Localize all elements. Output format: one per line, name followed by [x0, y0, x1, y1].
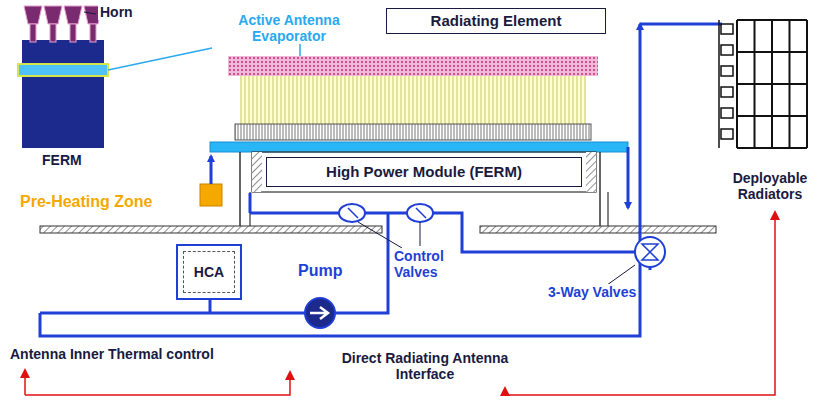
part-label: Pump	[296, 262, 344, 280]
fluid-loop	[40, 24, 722, 336]
interface-label: Antenna Inner Thermal control	[8, 346, 216, 362]
pump-symbol	[305, 298, 335, 328]
control-valve	[339, 204, 433, 248]
part-label: FERM	[40, 152, 84, 168]
radiator-grid	[717, 14, 809, 154]
ferm-illustration	[18, 6, 212, 148]
zone-label: Pre-Heating Zone	[18, 193, 154, 211]
interface-arrow	[25, 212, 775, 395]
box-label: Radiating Element	[431, 12, 562, 29]
interface-label: Direct Radiating Antenna Interface	[318, 350, 532, 382]
process-box: Radiating Element	[386, 8, 606, 34]
part-label: Active Antenna Evaporator	[212, 12, 366, 44]
part-label: 3-Way Valves	[546, 284, 638, 300]
mounting-panel	[40, 226, 382, 233]
radiator-panel: Deployable Radiators	[717, 14, 823, 204]
antenna-stack	[210, 40, 628, 226]
heat-accumulator-box: HCA	[176, 244, 242, 300]
box-label: High Power Module (FERM)	[326, 163, 522, 180]
radiator-label: Deployable Radiators	[725, 170, 815, 204]
pre-heater	[200, 184, 222, 206]
mounting-panel	[480, 226, 716, 233]
box-label: HCA	[194, 264, 224, 280]
process-box: High Power Module (FERM)	[266, 157, 582, 187]
three-way-valve	[600, 237, 665, 290]
part-label: Control Valves	[392, 248, 458, 280]
part-label: Horn	[98, 4, 135, 20]
